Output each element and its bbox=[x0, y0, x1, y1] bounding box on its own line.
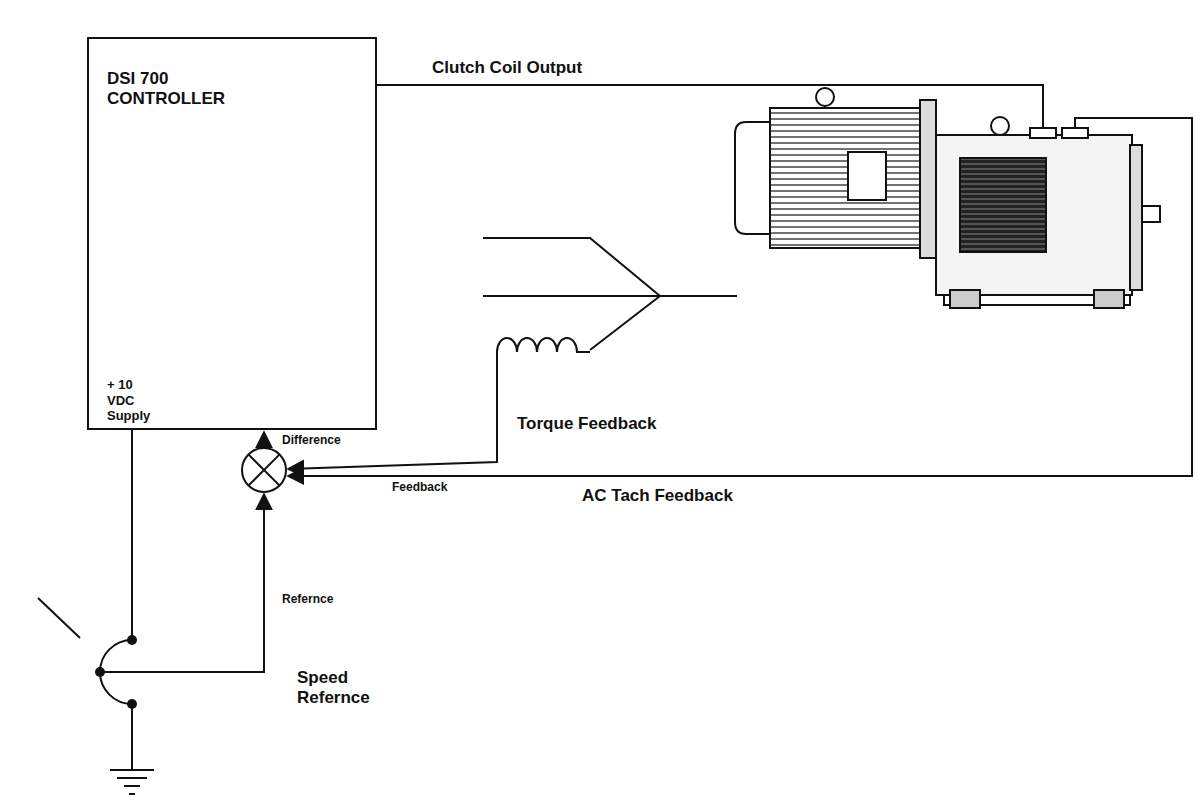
reference-wire bbox=[100, 494, 264, 672]
phase-line bbox=[483, 295, 737, 297]
ground-symbol bbox=[110, 770, 154, 794]
tach-wire bbox=[288, 118, 1192, 476]
controller-box: DSI 700 CONTROLLER + 10 VDC Supply bbox=[87, 37, 377, 430]
supply-label: + 10 VDC Supply bbox=[107, 377, 157, 424]
ground-wire bbox=[131, 704, 133, 770]
clutch-window bbox=[960, 158, 1046, 252]
clutch-wire bbox=[377, 85, 1043, 128]
motor-terminal-box bbox=[848, 152, 886, 200]
current-coil bbox=[497, 338, 590, 352]
supply-wire bbox=[131, 430, 133, 640]
pot-terminal bbox=[95, 667, 105, 677]
signal-label: Refernce bbox=[282, 592, 333, 606]
clutch-flange bbox=[1130, 145, 1142, 290]
motor-foot bbox=[1094, 290, 1124, 308]
summing-junction bbox=[242, 448, 286, 492]
pot-terminal bbox=[127, 699, 137, 709]
signal-label: AC Tach Feedback bbox=[582, 486, 733, 506]
motor-body bbox=[770, 108, 922, 248]
output-shaft bbox=[1142, 206, 1160, 222]
signal-label: Speed Refernce bbox=[297, 668, 392, 709]
difference-arrow bbox=[263, 432, 265, 448]
motor-endcap bbox=[735, 122, 772, 234]
tach-terminal bbox=[1062, 128, 1088, 138]
pot-wiper bbox=[38, 598, 80, 638]
signal-label: Feedback bbox=[392, 480, 447, 494]
summing-cross bbox=[248, 454, 279, 485]
phase-line bbox=[590, 296, 660, 350]
motor-flange bbox=[920, 100, 936, 258]
clutch-terminal bbox=[1030, 128, 1056, 138]
signal-label: Clutch Coil Output bbox=[432, 58, 582, 78]
signal-label: Torque Feedback bbox=[517, 414, 657, 434]
eyebolt bbox=[816, 88, 834, 106]
clutch-housing bbox=[936, 135, 1132, 295]
controller-title: DSI 700 CONTROLLER bbox=[107, 69, 232, 110]
motor-foot bbox=[950, 290, 980, 308]
eyebolt bbox=[991, 117, 1009, 135]
signal-label: Difference bbox=[282, 433, 341, 447]
pot-terminal bbox=[127, 635, 137, 645]
phase-line bbox=[483, 238, 660, 296]
